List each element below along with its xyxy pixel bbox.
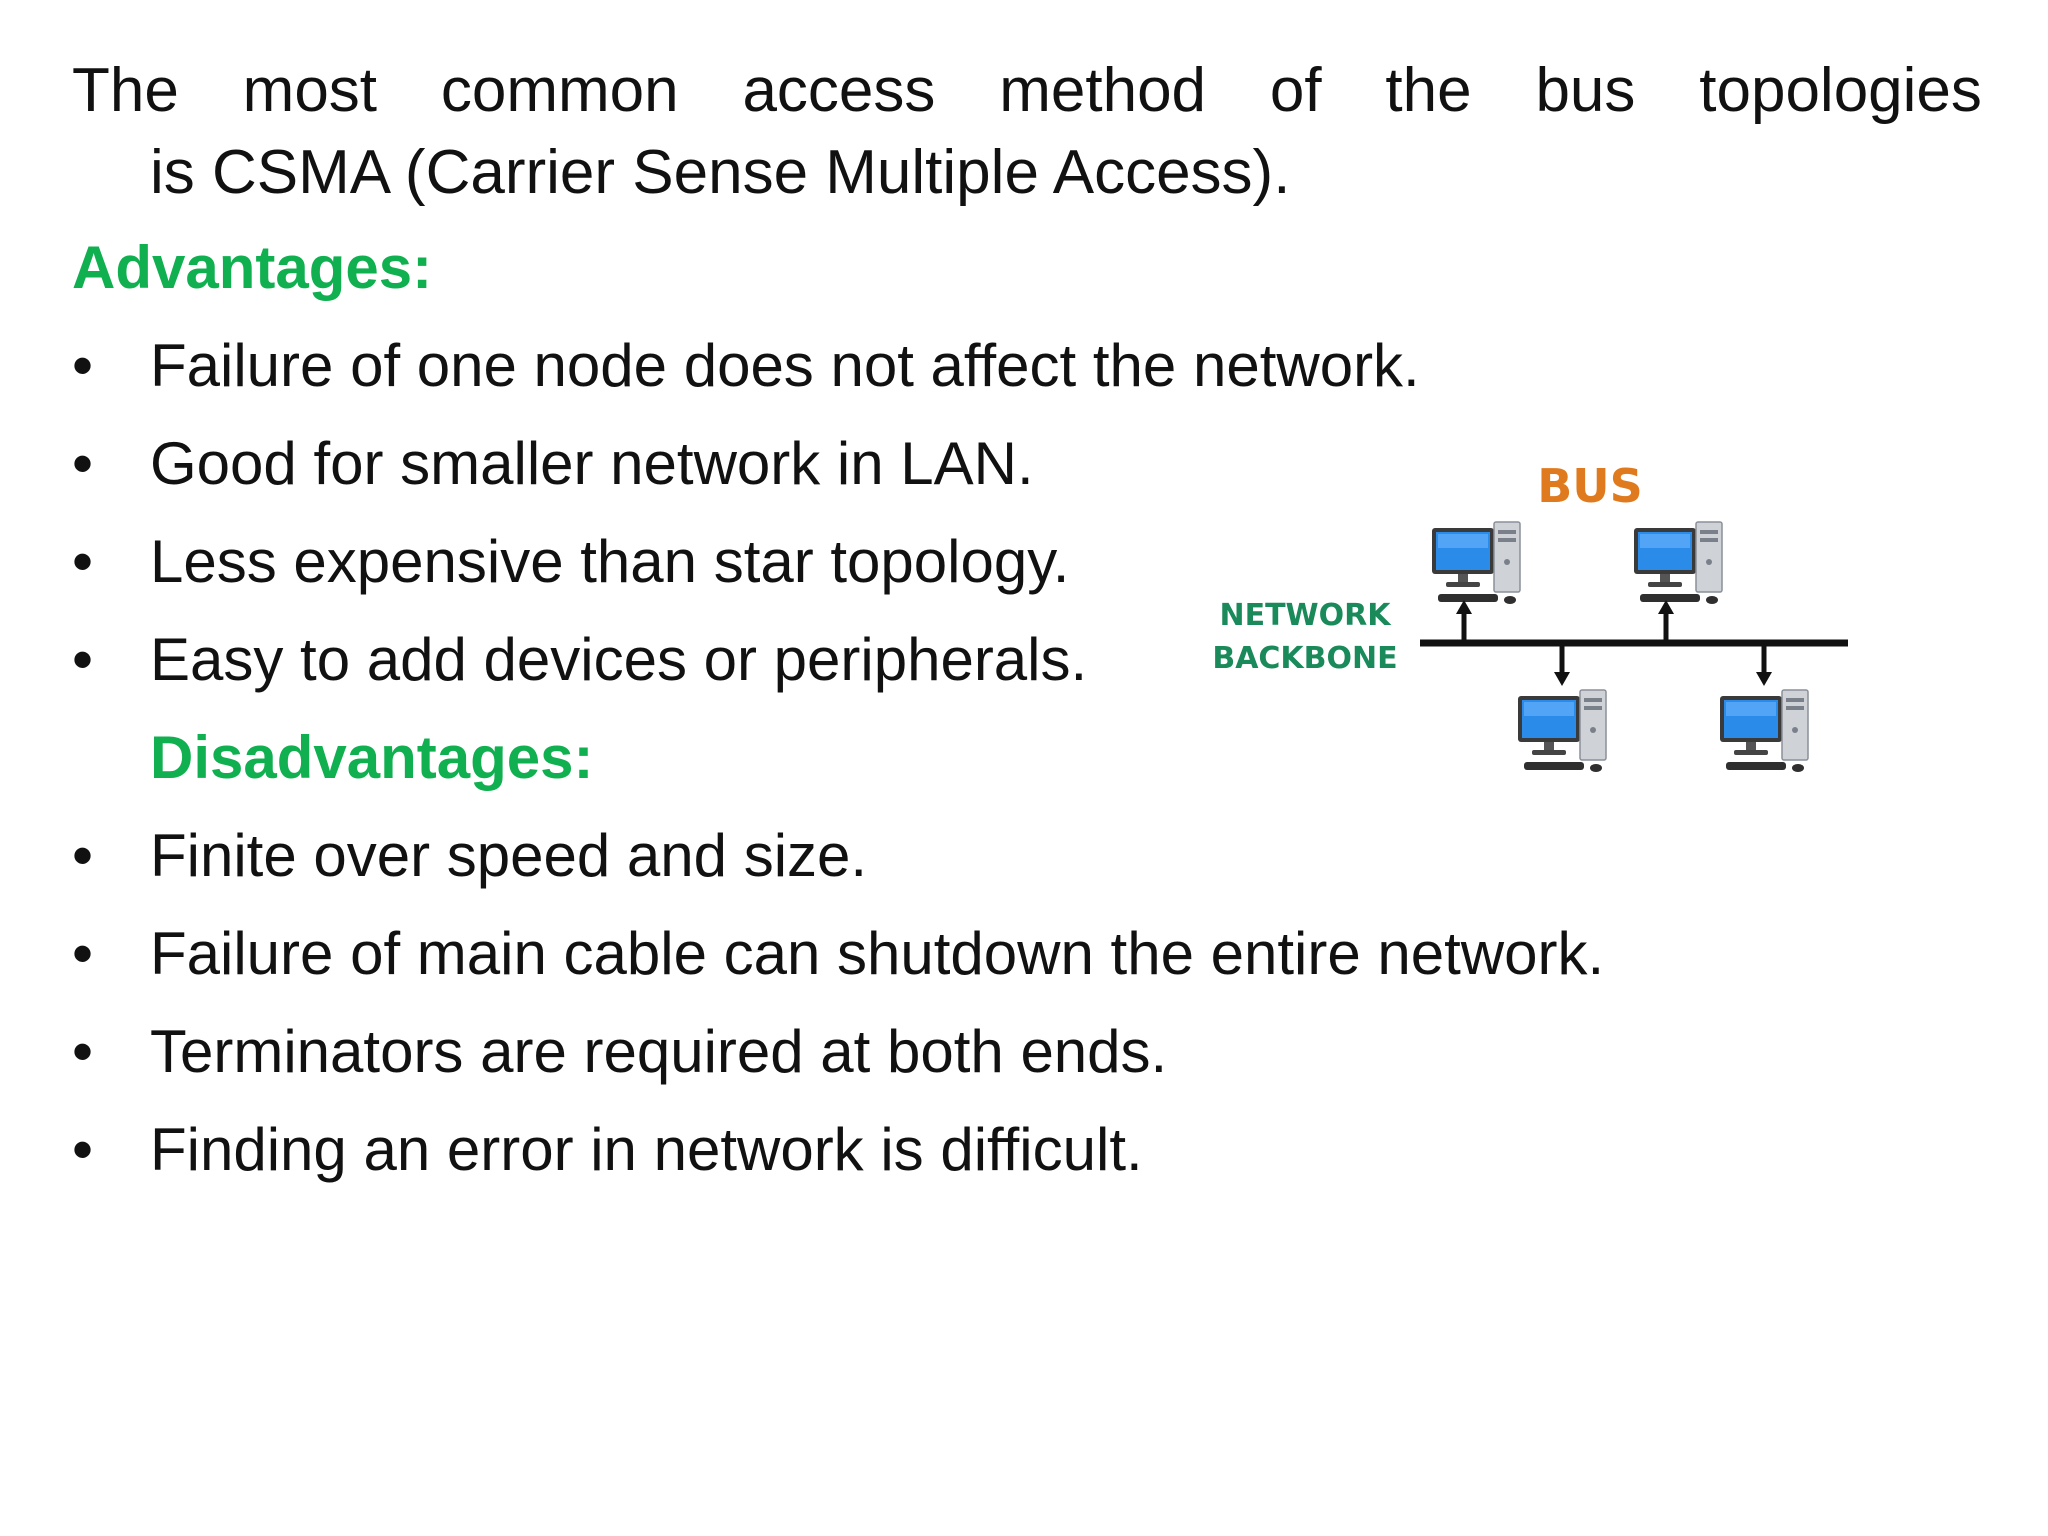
intro-word: most [242, 56, 378, 125]
bullet-icon: • [72, 822, 94, 889]
bullet-icon: • [72, 332, 94, 399]
arrow-down-icon [1756, 646, 1772, 686]
computer-icon [1633, 521, 1723, 605]
disadvantage-text: Finite over speed and size. [150, 822, 868, 889]
bullet-icon: • [72, 430, 94, 497]
arrow-up-icon [1456, 600, 1472, 640]
bullet-icon: • [72, 1116, 94, 1183]
intro-paragraph: The most common access method of the bus… [72, 50, 1982, 214]
bullet-icon: • [72, 626, 94, 693]
disadvantages-heading: Disadvantages: [150, 724, 594, 791]
advantage-text: Failure of one node does not affect the … [150, 332, 1420, 399]
disadvantage-text: Terminators are required at both ends. [150, 1018, 1168, 1085]
intro-line-1: The most common access method of the bus… [72, 50, 1982, 132]
computer-icon [1719, 689, 1809, 773]
arrow-up-icon [1658, 600, 1674, 640]
advantage-text: Less expensive than star topology. [150, 528, 1070, 595]
bullet-icon: • [72, 528, 94, 595]
bullet-icon: • [72, 1018, 94, 1085]
computer-icon [1517, 689, 1607, 773]
backbone-label-line1: NETWORK [1219, 598, 1392, 633]
advantages-heading: Advantages: [72, 234, 433, 301]
advantage-text: Good for smaller network in LAN. [150, 430, 1034, 497]
intro-word: method [999, 56, 1207, 125]
bullet-icon: • [72, 920, 94, 987]
intro-line-2: is CSMA (Carrier Sense Multiple Access). [150, 138, 1291, 207]
intro-word: The [72, 56, 179, 125]
disadvantage-text: Finding an error in network is difficult… [150, 1116, 1143, 1183]
intro-word: bus [1535, 56, 1636, 125]
intro-word: topologies [1699, 56, 1982, 125]
bus-label: BUS [1537, 459, 1643, 513]
disadvantage-text: Failure of main cable can shutdown the e… [150, 920, 1605, 987]
intro-word: common [440, 56, 679, 125]
intro-word: the [1385, 56, 1472, 125]
intro-word: of [1269, 56, 1322, 125]
computer-icon [1431, 521, 1521, 605]
intro-word: access [742, 56, 936, 125]
advantage-text: Easy to add devices or peripherals. [150, 626, 1088, 693]
backbone-label-line2: BACKBONE [1212, 641, 1397, 676]
arrow-down-icon [1554, 646, 1570, 686]
bus-topology-diagram: BUS NETWORK BACKBONE [1212, 459, 1848, 773]
